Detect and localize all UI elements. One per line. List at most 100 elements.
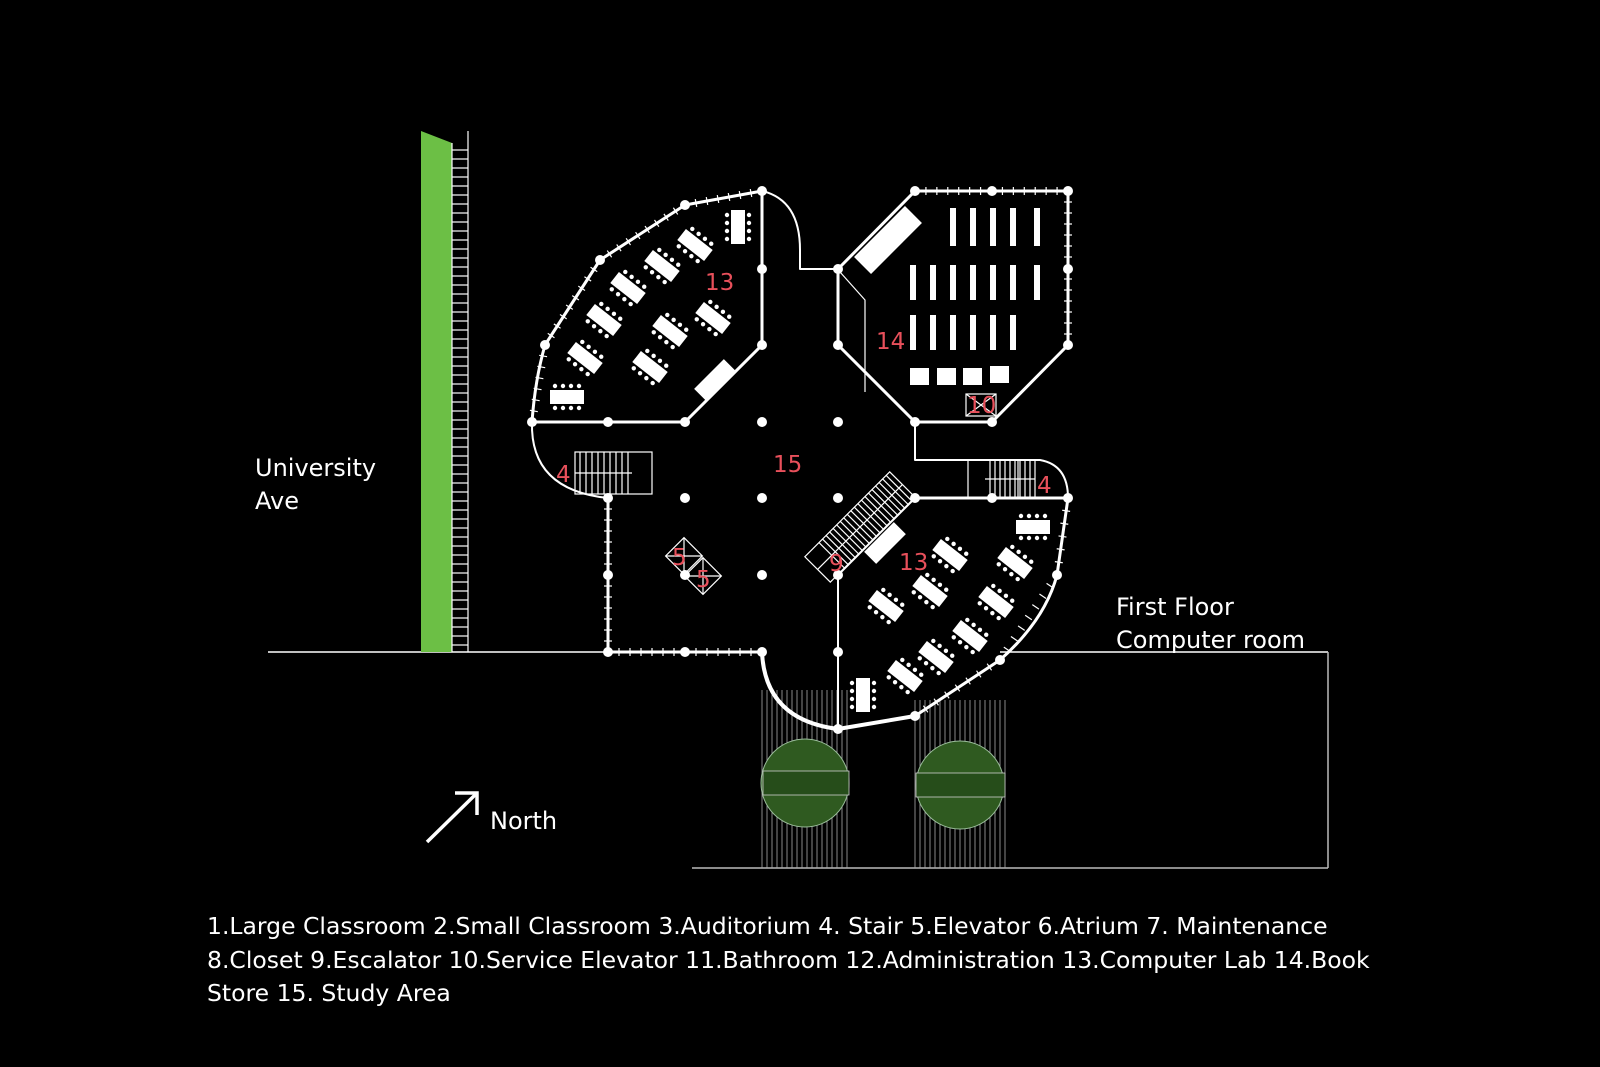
chair — [724, 220, 730, 226]
window-tick — [547, 332, 555, 339]
chair — [637, 371, 643, 376]
chair — [591, 324, 597, 329]
stair-right — [967, 459, 1036, 499]
chair — [576, 383, 582, 389]
counter-body — [864, 522, 906, 564]
window-tick — [1054, 561, 1063, 564]
chair — [919, 672, 924, 677]
escalator-step — [878, 482, 905, 509]
window-tick — [1024, 614, 1033, 621]
chair — [622, 296, 627, 302]
room-number-14: 14 — [876, 329, 905, 355]
window-tick — [529, 409, 538, 413]
window-tick — [577, 285, 586, 292]
display-table — [910, 368, 929, 385]
chair — [579, 366, 584, 372]
room-numbers: 13 14 10 15 4 4 9 13 5 5 — [556, 270, 1052, 593]
chair — [905, 689, 910, 695]
legend-line: 8.Closet 9.Escalator 10.Service Elevator… — [207, 945, 1370, 974]
escalator-step — [885, 474, 913, 502]
chair — [849, 688, 855, 694]
bookshelf — [950, 208, 956, 246]
window-tick — [559, 313, 568, 320]
window-tick — [539, 354, 548, 358]
chair — [599, 354, 604, 359]
window-tick — [965, 677, 971, 685]
computer-table — [867, 587, 905, 625]
chair — [937, 559, 943, 564]
column — [833, 264, 843, 274]
chair — [576, 405, 582, 411]
floor-label-line1: First Floor — [1116, 593, 1234, 621]
column — [833, 724, 843, 734]
table-top — [912, 575, 948, 607]
chair — [585, 371, 590, 377]
column — [833, 493, 843, 503]
column — [680, 570, 690, 580]
column — [680, 647, 690, 657]
room-number-13-top: 13 — [705, 270, 734, 296]
table-top — [567, 342, 603, 374]
display-table — [937, 368, 956, 385]
window-tick — [616, 244, 622, 252]
chair — [684, 327, 689, 332]
chair — [605, 306, 610, 312]
computer-table — [977, 583, 1015, 621]
chair — [657, 358, 663, 363]
chair — [871, 696, 877, 702]
bookshelf — [1034, 265, 1040, 300]
chair — [881, 587, 886, 593]
chair — [709, 241, 714, 246]
chair — [560, 383, 566, 389]
chair — [887, 592, 892, 598]
window-tick — [653, 219, 660, 228]
chair — [899, 684, 904, 690]
chair — [592, 349, 598, 354]
column — [680, 200, 690, 210]
column — [527, 417, 537, 427]
chair — [944, 587, 949, 592]
chair — [682, 249, 688, 254]
chair — [950, 568, 955, 574]
escalator-step — [846, 513, 874, 541]
table-top — [586, 304, 622, 336]
chair — [598, 328, 603, 334]
chair — [917, 595, 923, 600]
window-tick — [1060, 522, 1069, 525]
chair — [1026, 513, 1032, 519]
bookshelf — [910, 265, 916, 300]
chair — [871, 688, 877, 694]
chair — [893, 597, 899, 602]
chair — [629, 274, 634, 280]
tree-right — [915, 740, 1006, 830]
chair — [585, 319, 590, 324]
chair — [977, 601, 982, 606]
escalator-step — [864, 496, 891, 523]
bookshelf — [990, 265, 996, 300]
chair — [645, 348, 650, 354]
chair — [900, 602, 905, 607]
chair — [631, 366, 636, 371]
table-top — [632, 351, 668, 383]
chair — [936, 670, 941, 676]
street-label-line1: University — [255, 454, 376, 482]
column — [603, 570, 613, 580]
chair — [931, 577, 936, 583]
room-number-5a: 5 — [672, 545, 687, 571]
display-table — [963, 368, 982, 385]
computer-table — [585, 301, 623, 339]
chair — [665, 312, 670, 318]
chair — [1009, 571, 1014, 577]
chair — [983, 606, 989, 611]
chair — [604, 333, 609, 339]
bookshelf — [970, 315, 976, 350]
chair — [950, 653, 955, 658]
chair — [650, 380, 655, 386]
chair — [906, 662, 911, 668]
table-top — [997, 547, 1033, 579]
chair — [649, 270, 655, 275]
chair — [696, 231, 701, 237]
chair — [1029, 559, 1034, 564]
window-tick — [672, 207, 679, 215]
chair — [937, 643, 942, 649]
